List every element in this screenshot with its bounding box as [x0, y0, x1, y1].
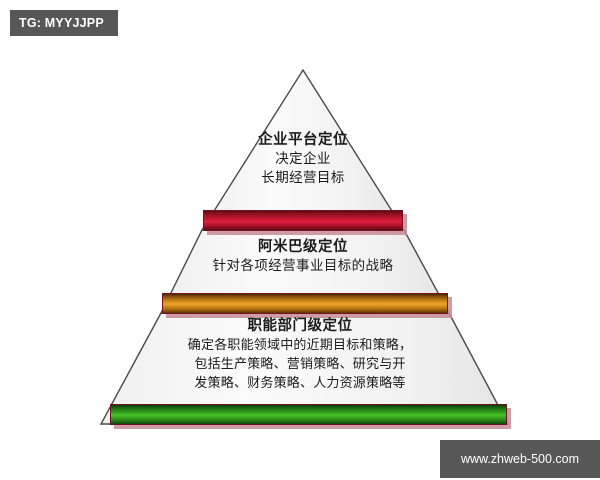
orange-divider-body: [162, 293, 448, 314]
red-divider-body: [203, 210, 403, 231]
tier-3-title: 职能部门级定位: [247, 318, 353, 334]
tg-badge-label: TG: MYYJJPP: [19, 16, 104, 30]
tier-3-line-2: 包括生产策略、营销策略、研究与开: [194, 355, 406, 371]
pyramid-tier-3-text: 职能部门级定位 确定各职能领域中的近期目标和策略， 包括生产策略、营销策略、研究…: [60, 316, 540, 393]
tier-2-line-1: 针对各项经营事业目标的战略: [212, 258, 394, 273]
red-divider-bar: [203, 210, 407, 235]
pyramid-tier-1-text: 企业平台定位 决定企业 长期经营目标: [153, 130, 453, 187]
tier-2-title: 阿米巴级定位: [258, 239, 348, 255]
tg-badge: TG: MYYJJPP: [10, 10, 118, 36]
tier-1-line-2: 长期经营目标: [261, 169, 345, 185]
orange-divider-bar: [162, 293, 452, 318]
watermark-badge: www.zhweb-500.com: [440, 440, 600, 478]
tier-1-title: 企业平台定位: [258, 132, 348, 148]
tier-3-line-3: 发策略、财务策略、人力资源策略等: [194, 374, 406, 390]
green-divider-body: [110, 404, 507, 425]
watermark-label: www.zhweb-500.com: [460, 452, 580, 466]
tier-1-line-1: 决定企业: [275, 151, 331, 166]
green-divider-bar: [110, 404, 511, 429]
tier-3-line-1: 确定各职能领域中的近期目标和策略，: [187, 337, 413, 352]
pyramid-tier-2-text: 阿米巴级定位 针对各项经营事业目标的战略: [103, 237, 503, 276]
